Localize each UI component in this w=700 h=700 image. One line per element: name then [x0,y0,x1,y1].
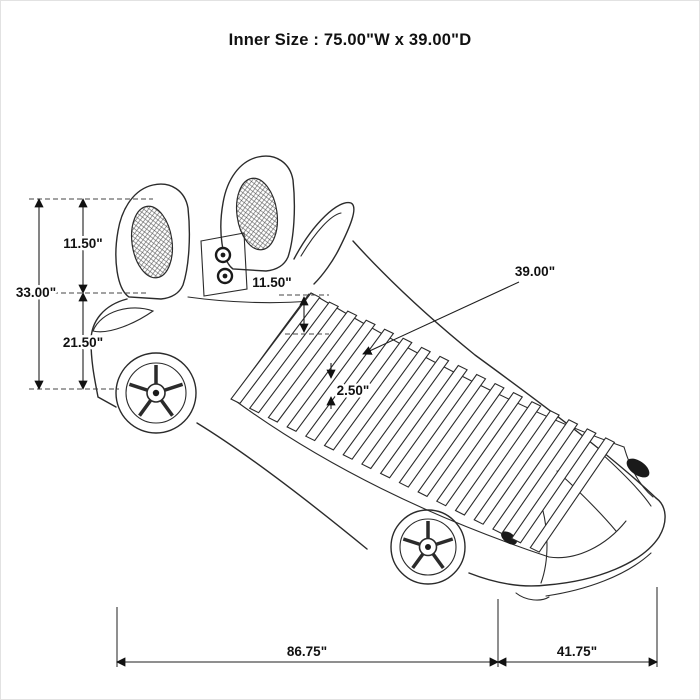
spoiler-inner-line [300,212,342,257]
dim-slat-length: 39.00" [362,262,558,355]
speaker-panel [200,232,248,297]
dim-left-lower: 21.50" [60,292,106,390]
door-handle [501,531,517,545]
dim-slat-gap: 2.50" [326,363,372,409]
slat [510,428,597,544]
rear-hub-dot [152,389,160,397]
dim-label-left-lower: 21.50" [63,335,103,350]
slat [473,410,560,525]
slat [248,301,340,414]
slat [267,310,358,423]
dimension-extension-lines-bottom [116,587,658,667]
slat [417,382,505,498]
diagram-title: Inner Size : 75.00"W x 39.00"D [228,31,472,49]
mattress-slats [230,292,616,553]
grill-curve [515,592,550,601]
dim-label-base-length: 86.75" [287,644,327,659]
speaker-knob-top-dot [220,252,226,258]
slat [435,391,524,507]
dim-left-upper: 11.50" [61,198,105,294]
spoiler-curve [293,201,355,285]
slat [379,364,468,479]
dim-base-length: 86.75" [116,642,499,667]
dim-label-slat-length: 39.00" [515,264,555,279]
slat [529,437,616,553]
bumper-curve [545,552,652,597]
body-left-edge [90,298,128,408]
dim-label-headboard-clearance: 11.50" [252,275,291,290]
dim-headboard-clearance: 11.50" [250,273,329,335]
seat-left-cushion [130,205,174,279]
speaker-knob-bottom-dot [222,273,228,279]
body-bottom-edge [196,422,368,550]
slat [230,292,321,405]
dim-label-left-upper: 11.50" [63,236,102,251]
rear-tire [115,352,197,434]
front-hub-dot [425,544,431,550]
slat [492,419,579,535]
dimension-extension-lines-left [29,198,153,390]
front-wheel [390,509,466,585]
foot-deck-edge [548,520,627,559]
headboard-base [187,296,310,304]
dim-nose-length: 41.75" [497,642,658,667]
rear-rim [125,362,187,424]
headboard [115,155,355,304]
seat-left-outline [115,183,191,300]
front-rim [399,518,457,576]
body-front-lower-edge [468,497,666,587]
slat [342,346,432,460]
headlight [626,458,650,478]
front-tire [390,509,466,585]
slat [454,400,542,516]
windshield-line-2 [600,452,652,507]
dim-label-nose-length: 41.75" [557,644,597,659]
slat [323,337,413,451]
seat-right-cushion [235,177,279,251]
bed-foot-wall [623,446,654,498]
door-seam [540,502,548,584]
body-top-rail-outer [352,240,657,499]
side-wing [92,307,155,333]
car-body [90,240,666,601]
dim-left-overall: 33.00" [13,198,59,390]
rear-wheel [115,352,197,434]
seat-right-outline [220,155,296,272]
dim-label-slat-gap: 2.50" [337,383,370,398]
slat [398,373,487,488]
dim-label-left-overall: 33.00" [16,285,56,300]
slat [361,355,450,470]
